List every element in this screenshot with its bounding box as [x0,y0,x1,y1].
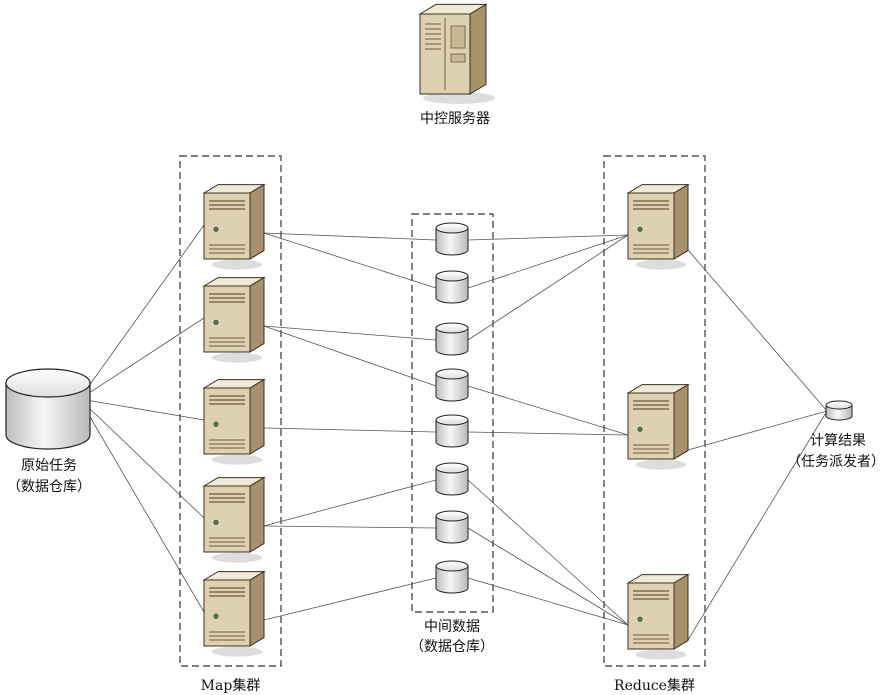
source-database-icon [5,368,91,450]
source-to-map-line [85,409,205,613]
map-server-icon [202,476,266,563]
map-to-intermediate-line [263,427,437,433]
result-database-icon [825,400,853,421]
intermediate-to-reduce-line [467,234,629,241]
intermediate-box [411,213,494,613]
reduce-server-icon [626,183,690,270]
controller-server-icon [418,3,495,104]
intermediate-label-line1: 中间数据 [424,619,480,635]
source-label-line1: 原始任务 [21,458,77,474]
intermediate-to-reduce-line [467,431,629,436]
intermediate-store-icon [435,414,469,448]
intermediate-store-icon [435,270,469,304]
source-to-map-line [85,317,205,396]
map-to-intermediate-line [263,525,437,529]
intermediate-label-line2: （数据仓库） [410,639,494,655]
intermediate-store-icon [435,322,469,356]
map-cluster-box [179,155,282,667]
intermediate-store-icon [435,368,469,402]
intermediate-to-reduce-line [467,385,629,436]
result-label-line2: （任务派发者） [787,454,885,470]
intermediate-store-icon [435,510,469,544]
map-server-icon [202,183,266,270]
intermediate-to-reduce-line [467,234,629,341]
map-to-intermediate-line [263,232,437,289]
map-server-icon [202,276,266,363]
map-to-intermediate-line [263,325,437,387]
reduce-to-result-line [687,410,828,641]
servers [202,3,690,660]
intermediate-to-reduce-line [467,527,629,626]
map-cluster-label: Map集群 [200,678,261,694]
intermediate-to-reduce-line [467,234,629,289]
map-to-intermediate-line [263,577,437,621]
intermediate-to-reduce-line [467,479,629,626]
intermediate-to-reduce-line [467,577,629,626]
controller-label: 中控服务器 [420,111,490,127]
map-to-intermediate-line [263,325,437,341]
map-server-icon [202,378,266,465]
map-server-icon [202,570,266,657]
map-to-intermediate-line [263,232,437,241]
intermediate-store-icon [435,560,469,594]
intermediate-stores [435,222,469,594]
source-to-map-line [85,404,205,519]
intermediate-store-icon [435,462,469,496]
connection-lines [85,224,828,641]
source-to-map-line [85,399,205,421]
result-label-line1: 计算结果 [810,433,866,449]
intermediate-store-icon [435,222,469,256]
reduce-to-result-line [687,410,828,451]
reduce-to-result-line [687,249,828,412]
reduce-cluster-label: Reduce集群 [614,678,695,694]
source-to-map-line [85,224,205,391]
source-label-line2: （数据仓库） [7,479,91,495]
reduce-server-icon [626,383,690,470]
reduce-server-icon [626,573,690,660]
reduce-cluster-box [603,155,706,667]
map-to-intermediate-line [263,479,437,527]
